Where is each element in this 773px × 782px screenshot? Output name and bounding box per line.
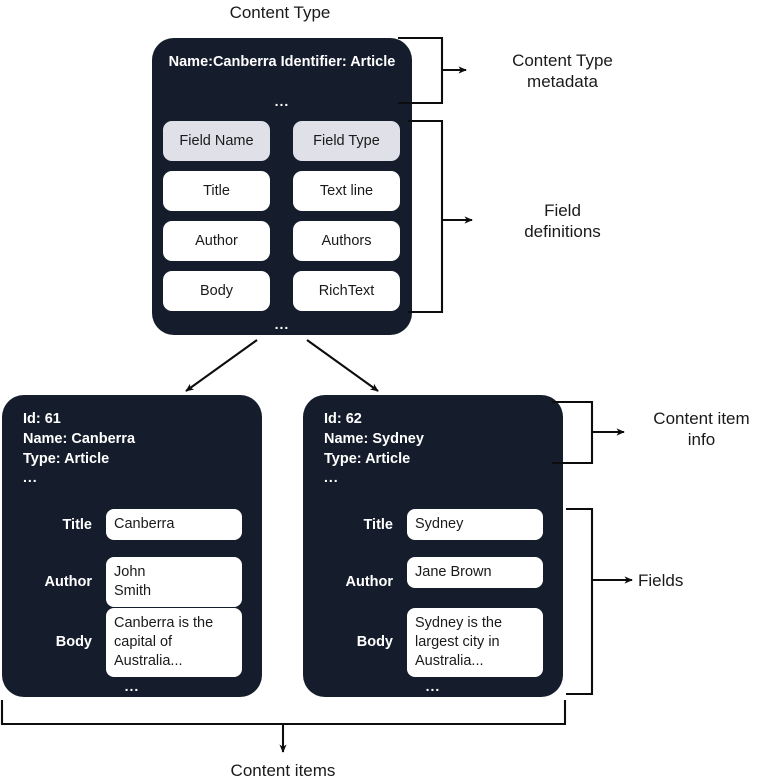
content-type-metadata: Name:Canberra Identifier: Article [168, 54, 396, 70]
callout-fields: Fields [638, 571, 684, 590]
field-type-cell: RichText [293, 271, 400, 311]
field-name-header: Field Name [163, 121, 270, 161]
bracket-field-definitions [408, 119, 444, 314]
content-type-metadata-more: ... [274, 93, 290, 109]
callout-content-item-info: Content item info [653, 409, 750, 449]
item-field-value: Canberra [106, 509, 242, 540]
item-field-value: John Smith [106, 557, 242, 607]
field-name-cell: Title [163, 171, 270, 211]
field-table-more: ... [274, 316, 290, 332]
content-item-info-more: ... [324, 469, 339, 485]
item-field-label: Body [55, 634, 92, 650]
field-type-cell: Authors [293, 221, 400, 261]
diagram-title: Content Type [229, 3, 331, 22]
item-field-value: Jane Brown [407, 557, 543, 588]
item-field-label: Author [44, 574, 92, 590]
bracket-item-fields [566, 507, 594, 696]
item-field-label: Title [62, 517, 92, 533]
arrow-to-item-62 [306, 339, 379, 392]
item-fields-more: ... [425, 678, 441, 694]
item-field-value: Sydney [407, 509, 543, 540]
bracket-content-items [0, 700, 567, 726]
callout-field-definitions: Field definitions [524, 201, 601, 241]
field-name-cell: Author [163, 221, 270, 261]
field-name-cell: Body [163, 271, 270, 311]
content-item-card-61: Id: 61 Name: Canberra Type: Article ... … [2, 395, 262, 697]
field-type-cell: Text line [293, 171, 400, 211]
field-type-header: Field Type [293, 121, 400, 161]
content-item-info: Id: 62 Name: Sydney Type: Article [324, 411, 424, 467]
item-field-label: Body [356, 634, 393, 650]
item-field-value: Canberra is the capital of Australia... [106, 608, 242, 677]
item-field-label: Title [363, 517, 393, 533]
bottom-label-content-items: Content items [230, 761, 336, 780]
callout-content-type-metadata: Content Type metadata [512, 51, 613, 91]
content-item-info: Id: 61 Name: Canberra Type: Article [23, 411, 136, 467]
item-field-label: Author [345, 574, 393, 590]
content-item-info-more: ... [23, 469, 38, 485]
content-type-card: Name:Canberra Identifier: Article ... Fi… [152, 38, 412, 335]
content-item-card-62: Id: 62 Name: Sydney Type: Article ... Ti… [303, 395, 563, 697]
item-field-value: Sydney is the largest city in Australia.… [407, 608, 543, 677]
arrow-to-item-61 [185, 339, 258, 392]
item-fields-more: ... [124, 678, 140, 694]
